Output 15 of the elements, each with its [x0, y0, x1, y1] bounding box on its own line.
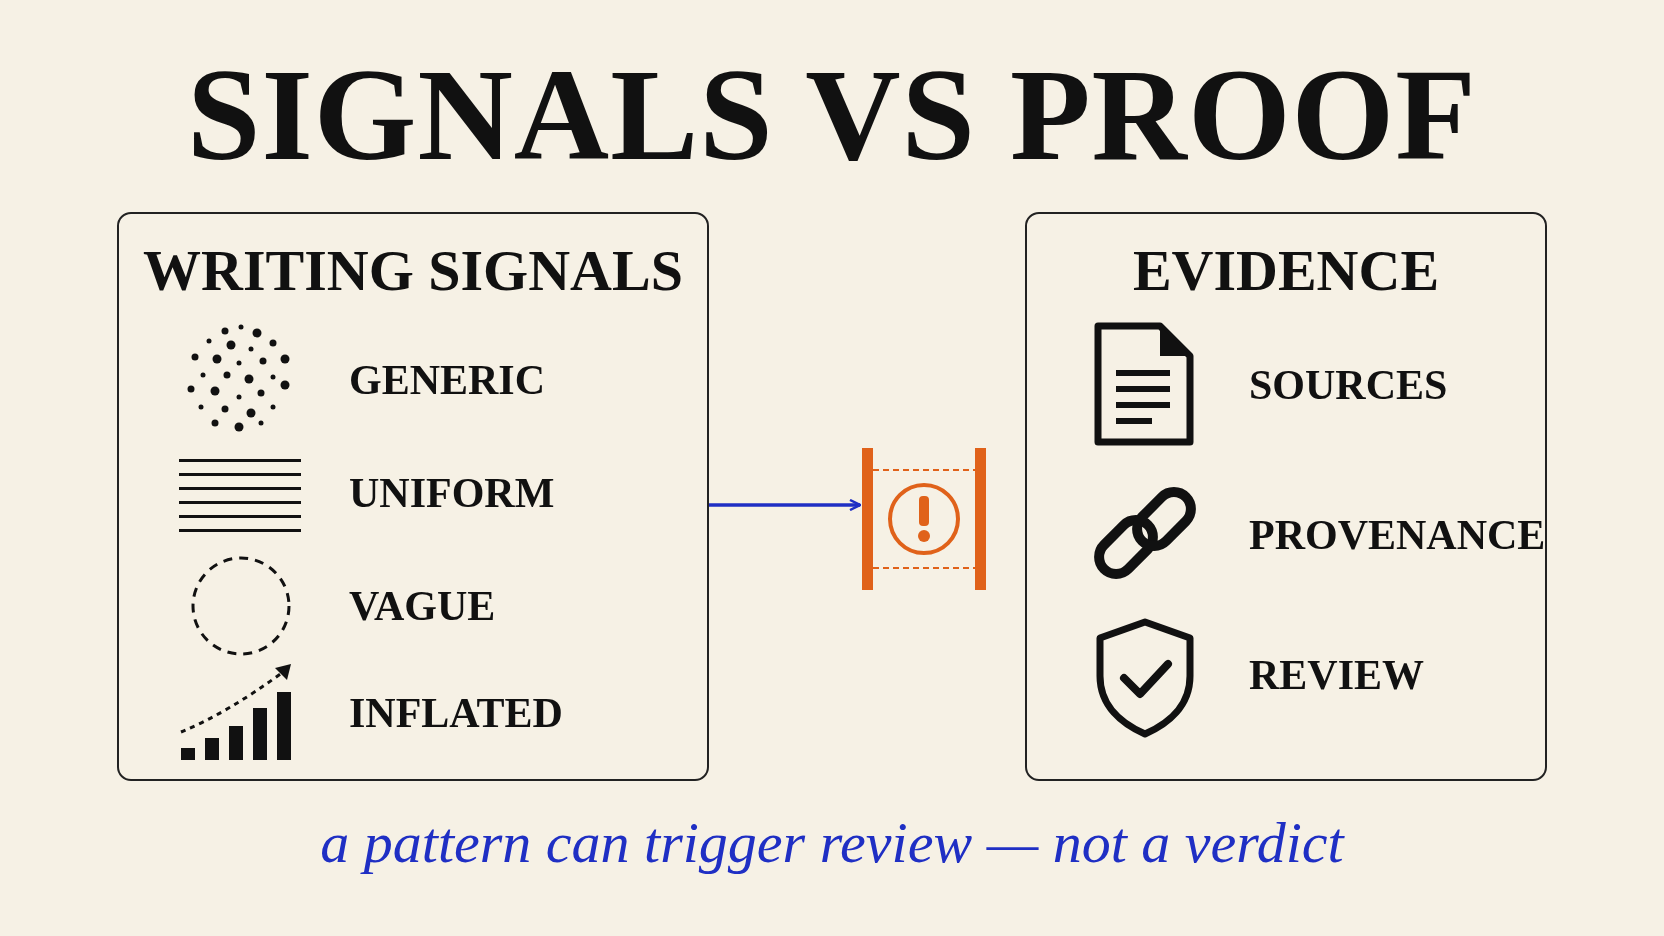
panel [117, 212, 709, 781]
item-label: GENERIC [349, 356, 546, 404]
panel-heading: EVIDENCE [1131, 238, 1441, 304]
item-label: PROVENANCE [1249, 511, 1546, 559]
item-label: REVIEW [1249, 651, 1425, 699]
warning-icon [862, 448, 986, 590]
item-label: VAGUE [349, 582, 496, 630]
arrow [709, 498, 862, 512]
panel [1025, 212, 1547, 781]
title: SIGNALS VS PROOF [186, 40, 1478, 190]
item-label: INFLATED [349, 689, 563, 737]
caption: a pattern can trigger review — not a verdict [319, 809, 1346, 877]
item-label: SOURCES [1249, 361, 1448, 409]
item-label: UNIFORM [349, 469, 555, 517]
panel-heading: WRITING SIGNALS [142, 238, 684, 304]
